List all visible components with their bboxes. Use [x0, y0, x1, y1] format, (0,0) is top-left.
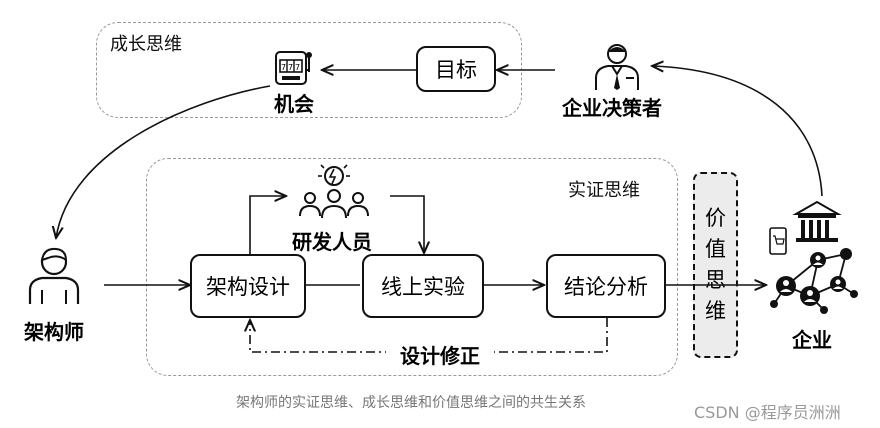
arrow-enterprise-to-decision [652, 66, 823, 197]
csdn-watermark: CSDN @程序员洲洲 [694, 403, 841, 422]
value-thinking-char: 价 [705, 206, 726, 230]
value-thinking-char: 思 [705, 268, 726, 292]
architecture-design-box: 架构设计 [190, 254, 306, 318]
rnd-team-icon [299, 164, 369, 219]
enterprise-label: 企业 [792, 328, 832, 352]
empirical-thinking-region [146, 158, 678, 376]
empirical-thinking-title: 实证思维 [568, 180, 640, 201]
enterprise-network-icon [769, 200, 858, 314]
value-thinking-char: 值 [705, 237, 726, 261]
goal-box: 目标 [416, 46, 496, 92]
slot-machine-icon: 7 7 7 [275, 51, 312, 85]
svg-text:7: 7 [295, 63, 300, 72]
opportunity-label: 机会 [274, 92, 314, 116]
architect-label: 架构师 [24, 320, 84, 344]
figure-caption: 架构师的实证思维、成长思维和价值思维之间的共生关系 [236, 395, 586, 411]
arrow-design-to-rnd [249, 196, 286, 255]
svg-text:7: 7 [281, 63, 286, 72]
arrow-rnd-to-experiment [390, 195, 424, 253]
design-correction-label: 设计修正 [386, 340, 494, 369]
architect-icon [28, 247, 80, 304]
decision-maker-icon [595, 44, 639, 90]
online-experiment-box: 线上实验 [362, 254, 484, 318]
growth-thinking-title: 成长思维 [110, 34, 182, 55]
conclusion-analysis-box: 结论分析 [546, 254, 666, 318]
decision-maker-label: 企业决策者 [562, 96, 662, 120]
value-thinking-char: 维 [705, 299, 726, 323]
value-thinking-box: 价 值 思 维 [693, 172, 738, 358]
svg-text:7: 7 [288, 63, 293, 72]
rnd-label: 研发人员 [292, 230, 372, 254]
arrow-opportunity-to-architect [56, 85, 271, 238]
